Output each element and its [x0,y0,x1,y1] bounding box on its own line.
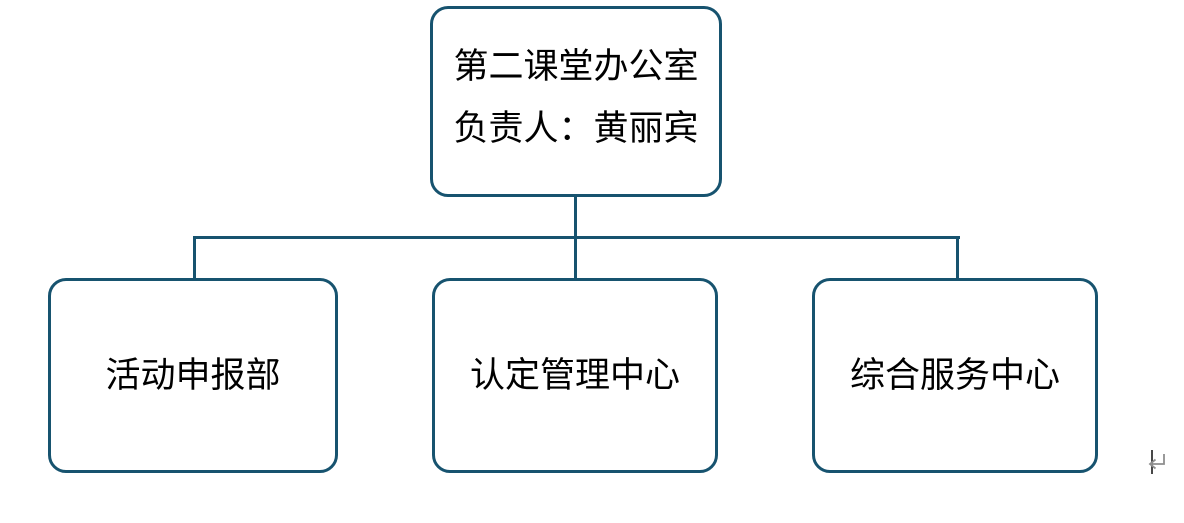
org-box-child-activity[interactable]: 活动申报部 [48,278,338,473]
org-box-child-label: 综合服务中心 [849,355,1060,395]
paragraph-mark-icon [1143,447,1169,477]
org-box-root[interactable]: 第二课堂办公室 负责人：黄丽宾 [430,6,722,197]
org-box-child-label: 活动申报部 [105,355,281,395]
connector-drop-left [193,237,196,278]
org-box-child-service[interactable]: 综合服务中心 [812,278,1098,473]
org-box-root-title: 第二课堂办公室 [453,46,699,86]
org-box-child-label: 认定管理中心 [469,355,680,395]
connector-horizontal-bus [193,236,960,239]
org-box-child-certification[interactable]: 认定管理中心 [432,278,718,473]
org-box-root-subtitle: 负责人：黄丽宾 [453,108,699,148]
connector-drop-right [956,237,959,278]
